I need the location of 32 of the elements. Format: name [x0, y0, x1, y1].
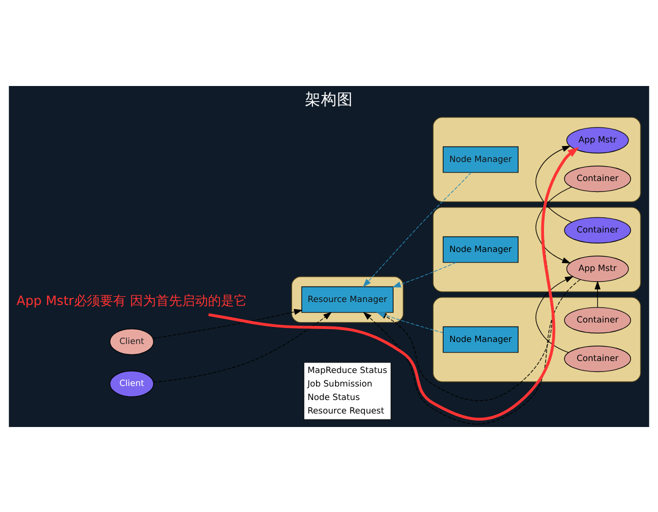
arrow: [152, 308, 303, 338]
legend-label: Resource Request: [307, 406, 384, 416]
node-ellipse: Client: [110, 328, 154, 354]
legend-label: Job Submission: [307, 378, 372, 389]
cluster: [432, 206, 641, 292]
node-ellipse: Container: [564, 306, 632, 333]
node-ellipse: Container: [564, 345, 632, 372]
arrow: [153, 311, 332, 382]
node-ellipse: Client: [110, 370, 154, 397]
cluster: [291, 276, 404, 322]
arrow: [535, 145, 572, 222]
legend-label: MapReduce Status: [307, 365, 388, 376]
node-ellipse: App Mstr: [566, 126, 629, 153]
node-box: Node Manager: [442, 236, 519, 262]
arrow: [535, 186, 572, 263]
legend-label: Node Status: [307, 392, 360, 402]
arrow: [363, 278, 580, 424]
arrow: [208, 146, 580, 420]
node-box: Resource Manager: [301, 286, 394, 312]
node-ellipse: App Mstr: [566, 255, 629, 282]
arrow: [535, 276, 574, 352]
node-box: Node Manager: [442, 326, 519, 352]
cluster: [432, 296, 641, 382]
arrow: [392, 262, 456, 287]
node-text: App Mstr必须要有 因为首先启动的是它: [16, 293, 247, 308]
arrow: [362, 172, 472, 287]
node-ellipse: Container: [564, 216, 632, 243]
node-box: Node Manager: [442, 146, 519, 172]
cluster: [432, 116, 641, 202]
node-ellipse: Container: [564, 165, 632, 192]
diagram-title: 架构图: [305, 88, 353, 108]
arrow: [594, 280, 601, 308]
